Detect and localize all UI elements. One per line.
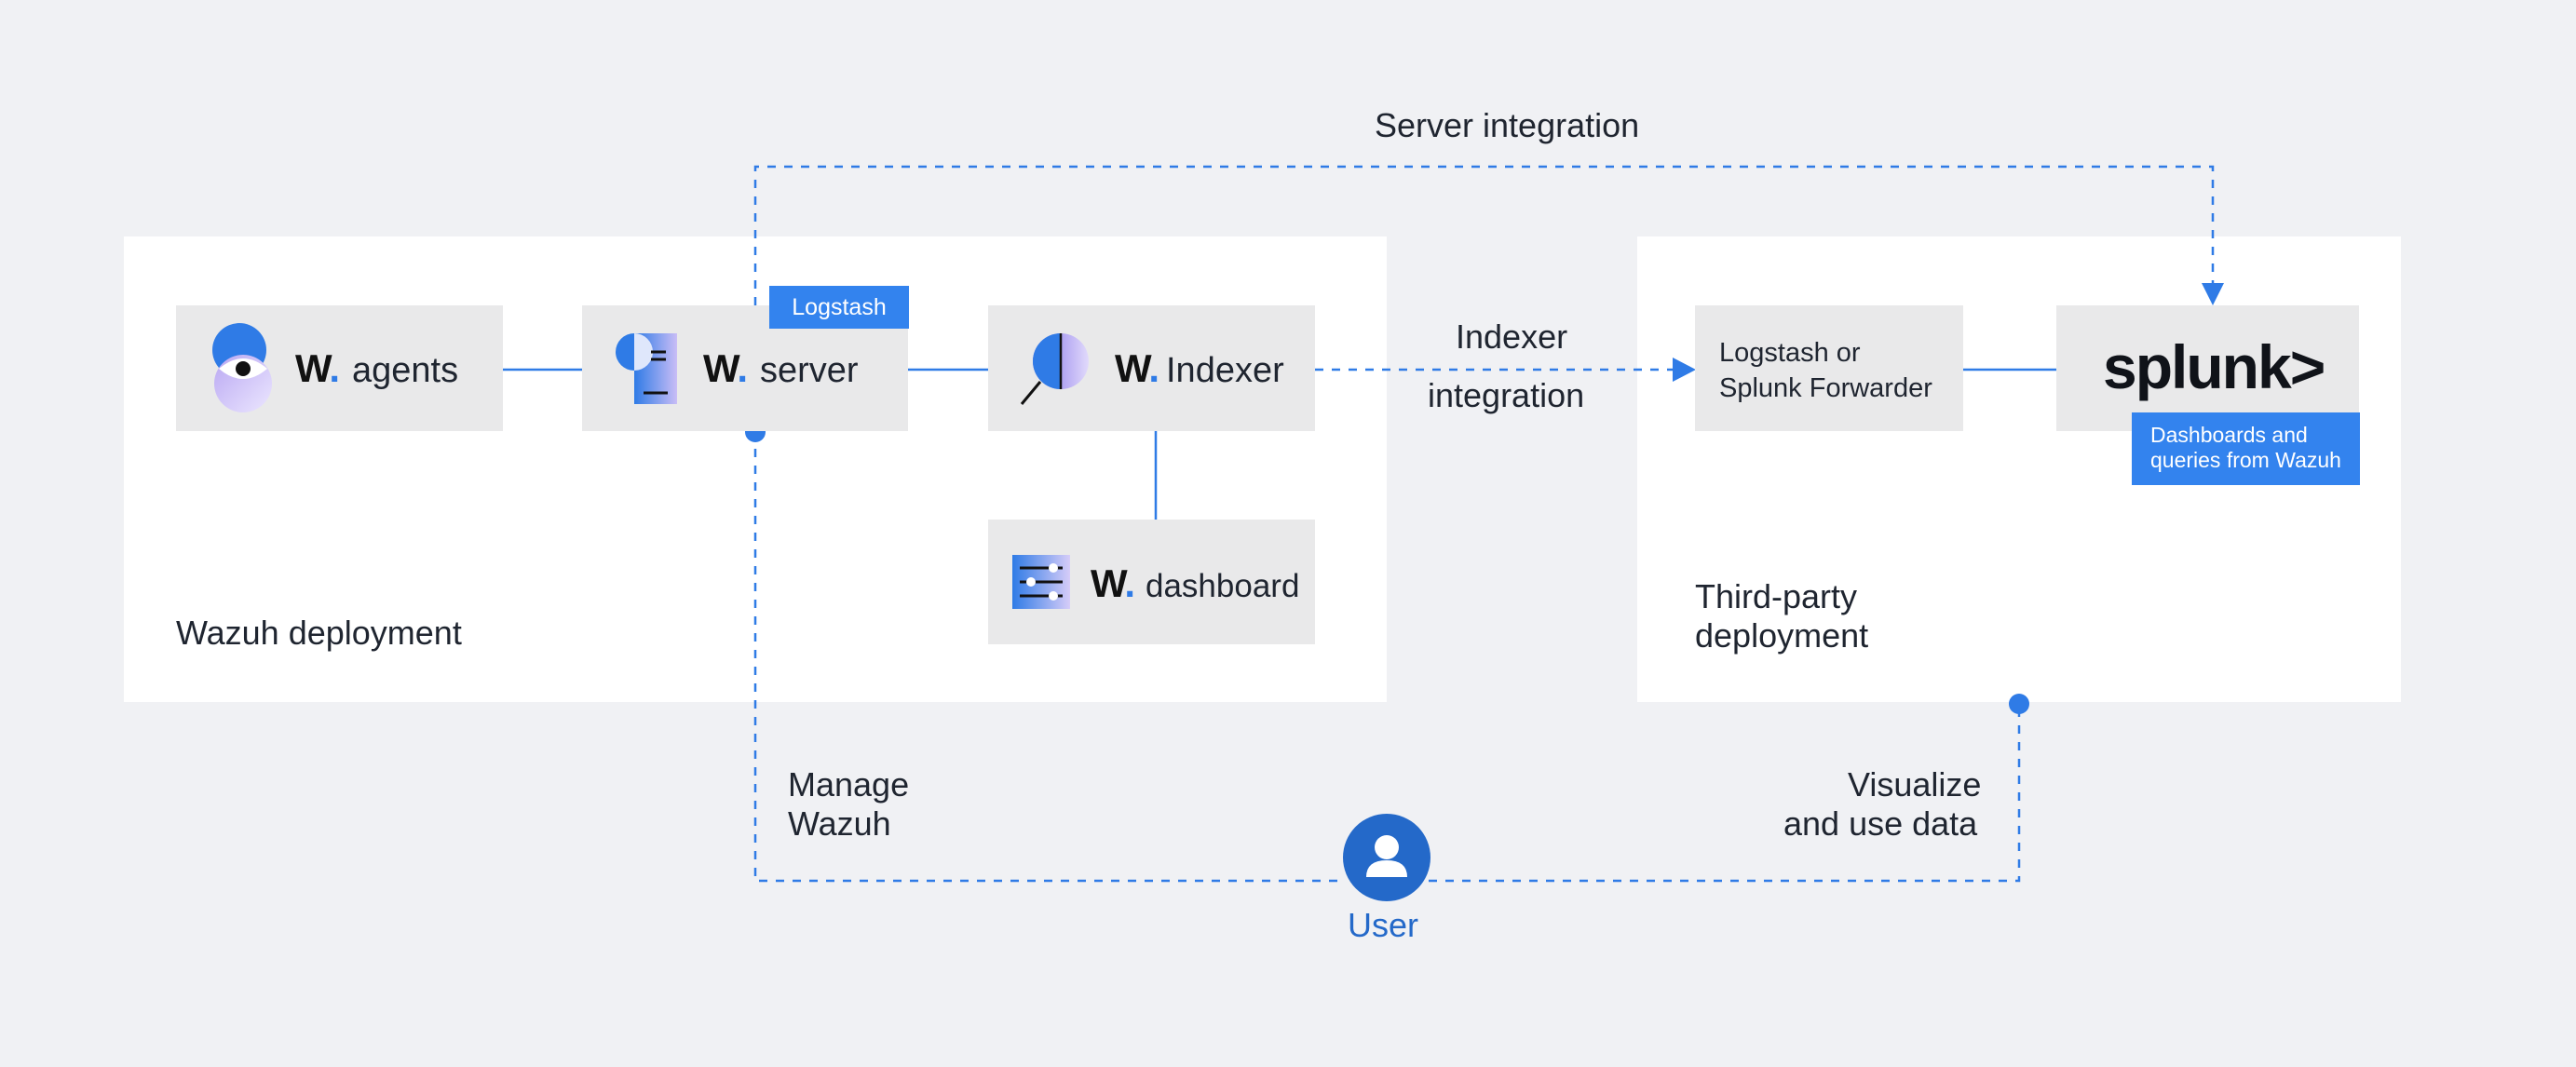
splunk-box: splunk> xyxy=(2056,305,2359,431)
indexer-title: W.Indexer xyxy=(1115,346,1284,391)
eye-icon xyxy=(211,322,275,418)
indexer-integration-label-line1: Indexer xyxy=(1456,317,1568,356)
forwarder-line2: Splunk Forwarder xyxy=(1719,373,1932,403)
indexer-box: W.Indexer xyxy=(988,305,1315,431)
user-avatar xyxy=(1343,814,1430,901)
third-party-endpoint-dot xyxy=(2009,694,2029,714)
visualize-label-line1: Visualize xyxy=(1848,765,1982,804)
indexer-integration-arrowhead xyxy=(1673,358,1696,382)
wazuh-deployment-label: Wazuh deployment xyxy=(176,614,462,652)
dashboard-label: dashboard xyxy=(1146,568,1300,604)
user-icon xyxy=(1343,814,1430,906)
visualize-data-flow xyxy=(1429,705,2021,883)
agents-box: W. agents xyxy=(176,305,503,431)
server-icon xyxy=(614,331,679,411)
server-integration-flow xyxy=(753,165,2215,305)
forwarder-line1: Logstash or xyxy=(1719,338,1861,368)
server-box: W. server xyxy=(582,305,908,431)
server-integration-arrowhead xyxy=(2202,283,2224,305)
server-title: W. server xyxy=(703,346,859,391)
indexer-integration-label-line2: integration xyxy=(1428,376,1585,414)
forwarder-text: Logstash or Splunk Forwarder xyxy=(1719,335,1932,406)
agents-label: agents xyxy=(352,351,459,390)
manage-wazuh-label-line1: Manage xyxy=(788,765,910,804)
splunk-badge-line2: queries from Wazuh xyxy=(2150,448,2341,472)
user-label: User xyxy=(1348,906,1419,944)
wazuh-logo-dot: . xyxy=(329,346,340,390)
splunk-dashboards-badge: Dashboards and queries from Wazuh xyxy=(2132,412,2360,485)
wazuh-logo-dot: . xyxy=(1124,561,1135,605)
sliders-icon xyxy=(1012,555,1070,614)
third-party-label-line2: deployment xyxy=(1695,616,1869,655)
forwarder-box: Logstash or Splunk Forwarder xyxy=(1695,305,1963,431)
logstash-badge: Logstash xyxy=(769,286,909,329)
wazuh-logo-dot: . xyxy=(737,346,748,390)
wazuh-logo-mark: W xyxy=(1115,346,1149,390)
wazuh-logo-dot: . xyxy=(1148,346,1159,390)
server-label: server xyxy=(760,351,859,390)
magnifier-icon xyxy=(1018,331,1092,414)
logstash-badge-label: Logstash xyxy=(792,294,887,320)
splunk-logo: splunk> xyxy=(2103,332,2325,401)
dashboard-title: W. dashboard xyxy=(1091,561,1299,606)
server-integration-label: Server integration xyxy=(1375,106,1640,144)
agents-title: W. agents xyxy=(295,346,458,391)
splunk-badge-line1: Dashboards and xyxy=(2150,423,2308,447)
dashboard-box: W. dashboard xyxy=(988,520,1315,644)
wazuh-logo-mark: W xyxy=(703,346,738,390)
manage-wazuh-label-line2: Wazuh xyxy=(788,804,891,843)
wazuh-logo-mark: W xyxy=(295,346,330,390)
third-party-label-line1: Third-party xyxy=(1695,577,1858,615)
wazuh-logo-mark: W xyxy=(1091,561,1125,605)
indexer-label: Indexer xyxy=(1166,351,1284,390)
manage-wazuh-flow xyxy=(753,432,1344,883)
visualize-label-line2: and use data xyxy=(1783,804,1978,843)
